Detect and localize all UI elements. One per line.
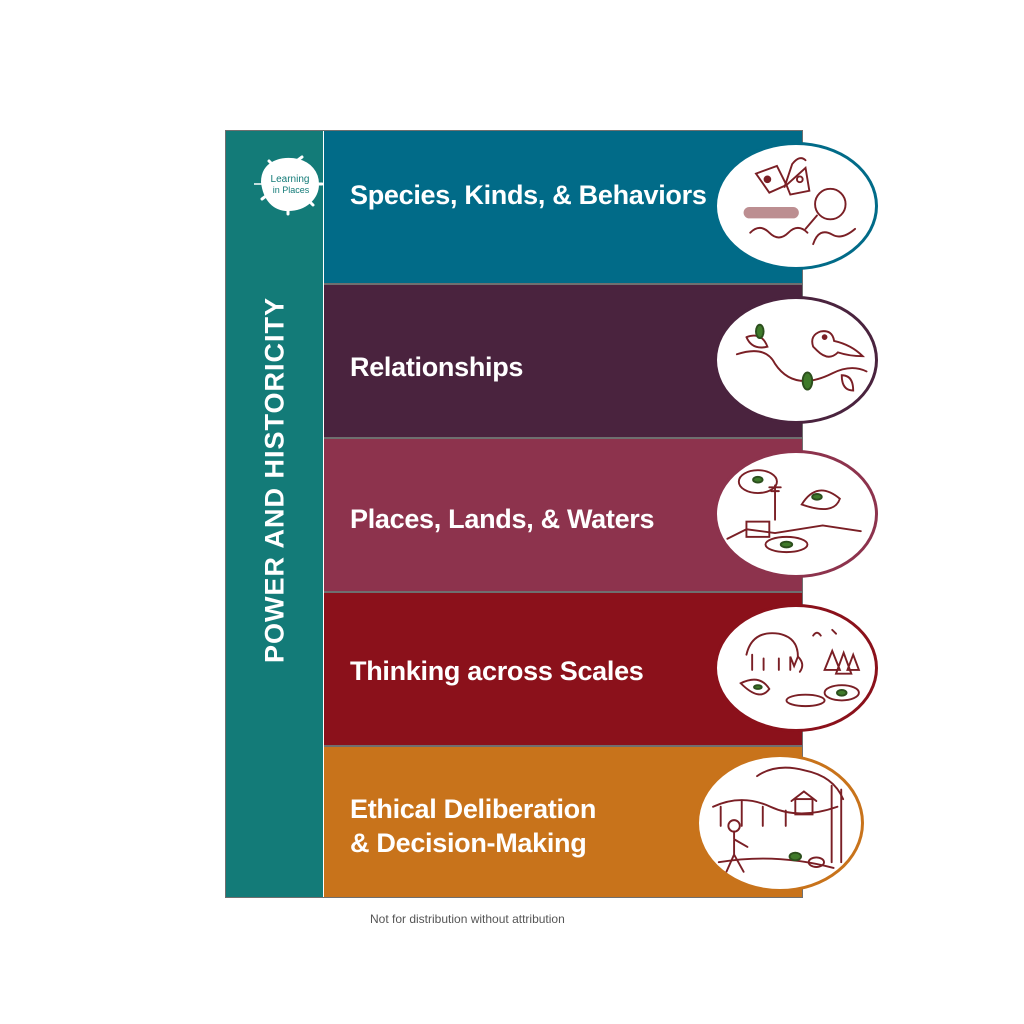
city-landscape-map-icon: [714, 450, 878, 578]
sidebar-title: POWER AND HISTORICITY: [259, 296, 290, 664]
band-label: Species, Kinds, & Behaviors: [350, 180, 707, 210]
band-label-line1: Ethical Deliberation: [350, 794, 597, 824]
logo-text-line1: Learning: [271, 174, 310, 185]
band-species-kinds-behaviors: Species, Kinds, & Behaviors: [324, 131, 802, 285]
person-park-bridge-icon: [696, 754, 864, 892]
sidebar: [226, 131, 323, 897]
band-label: Relationships: [350, 352, 524, 382]
mammoth-forest-scales-icon: [714, 604, 878, 732]
band-label-line2: & Decision-Making: [350, 828, 587, 858]
logo-text-line2: in Places: [273, 185, 310, 195]
band-label: Thinking across Scales: [350, 656, 644, 686]
learning-in-places-logo: Learning in Places: [254, 155, 324, 216]
butterfly-caterpillar-magnifier-icon: [714, 142, 878, 270]
band-label: Places, Lands, & Waters: [350, 504, 655, 534]
band-relationships: Relationships: [324, 285, 802, 439]
bird-branch-caterpillar-icon: [714, 296, 878, 424]
attribution-notice: Not for distribution without attribution: [370, 912, 565, 926]
